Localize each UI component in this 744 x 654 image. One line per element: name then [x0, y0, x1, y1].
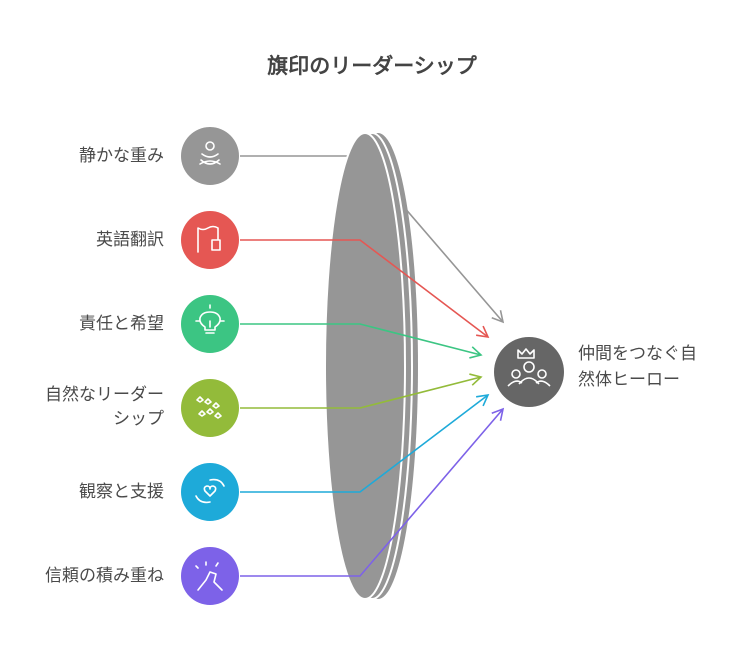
input-node: [181, 379, 239, 437]
connector-arrow: [240, 239, 490, 339]
birds-flock-icon: [196, 396, 222, 419]
connector-arrow: [240, 373, 483, 409]
input-circle: [181, 379, 239, 437]
flag-translation-icon: [197, 225, 221, 253]
person-left: [511, 369, 521, 379]
person-right: [537, 369, 547, 379]
arrowhead: [476, 393, 490, 407]
arrowhead: [476, 325, 490, 339]
connector-line: [240, 323, 482, 356]
body: [199, 153, 221, 165]
arrowhead: [491, 310, 505, 324]
connector-line: [240, 394, 489, 493]
input-node: [181, 127, 239, 185]
connector-line: [240, 408, 504, 577]
handshake-icon: [195, 561, 223, 591]
arrowhead: [491, 407, 505, 421]
connector-line: [240, 239, 489, 338]
hands-heart: [195, 478, 225, 504]
input-node: [181, 295, 239, 353]
input-circle: [181, 463, 239, 521]
head: [205, 141, 215, 151]
meditation-icon: [199, 141, 221, 165]
output-label-line2: 然体ヒーロー: [578, 370, 680, 390]
input-node: [181, 547, 239, 605]
bird: [214, 412, 222, 419]
input-label: 責任と希望: [79, 314, 164, 334]
crown: [517, 348, 535, 359]
person-center: [523, 361, 535, 373]
input-label: 信頼の積み重ね: [45, 566, 164, 586]
connector-line: [240, 376, 482, 409]
flag: [197, 225, 221, 253]
input-label: 自然なリーダーシップ: [45, 383, 164, 431]
leader-crown-group-icon: [507, 348, 551, 387]
output-node: [494, 337, 564, 407]
bird: [204, 398, 212, 405]
connector-arrow: [240, 393, 490, 493]
input-label: 観察と支援: [79, 482, 164, 502]
bodies: [507, 377, 551, 387]
input-node: [181, 463, 239, 521]
bulb: [195, 304, 225, 334]
handshake: [195, 561, 223, 591]
input-circle: [181, 547, 239, 605]
arrowhead: [469, 346, 483, 359]
input-label: 静かな重み: [79, 146, 164, 166]
caring-hands-heart-icon: [195, 478, 225, 504]
input-label-line2: シップ: [113, 409, 164, 429]
connector-arrow: [240, 323, 483, 359]
bird: [196, 396, 204, 403]
input-circle: [181, 211, 239, 269]
arrowhead: [469, 373, 483, 386]
input-circle: [181, 127, 239, 185]
connector-arrow: [240, 407, 505, 577]
output-label-line1: 仲間をつなぐ自: [578, 344, 697, 364]
bird: [212, 402, 220, 409]
output-label: 仲間をつなぐ自然体ヒーロー: [578, 341, 728, 393]
lens-front: [324, 132, 406, 600]
input-node: [181, 211, 239, 269]
input-label: 英語翻訳: [96, 230, 164, 250]
bird: [198, 410, 206, 417]
diagram-title: 旗印のリーダーシップ: [267, 54, 477, 78]
bird: [206, 408, 214, 415]
input-label-line1: 自然なリーダー: [45, 385, 164, 405]
lightbulb-icon: [195, 304, 225, 334]
